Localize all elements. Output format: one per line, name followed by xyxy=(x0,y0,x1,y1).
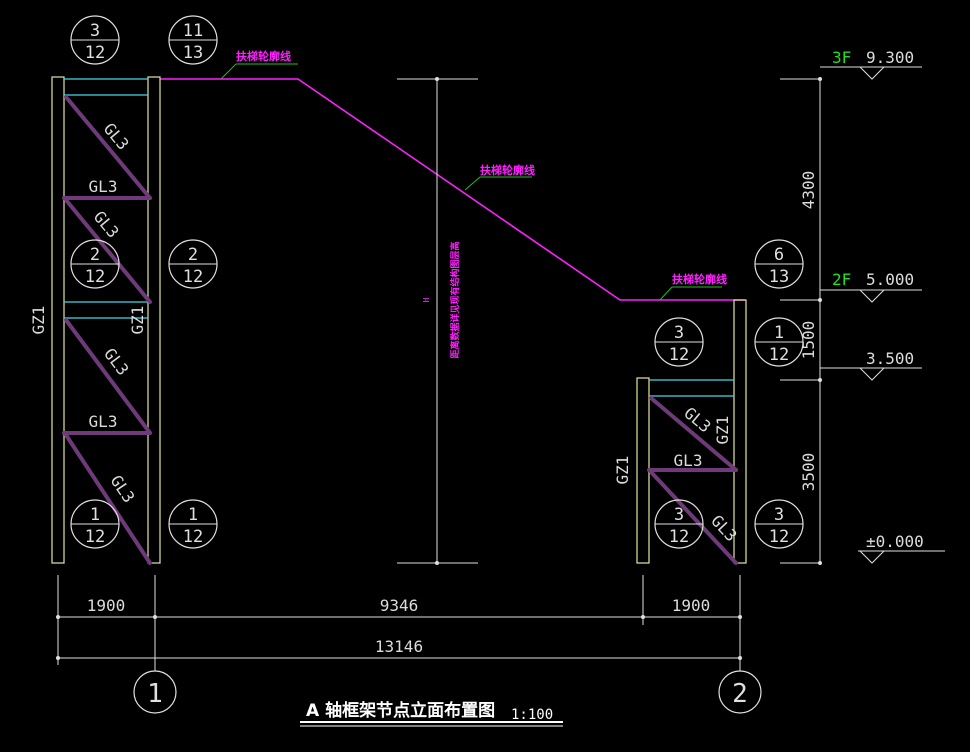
callout-sheet: 12 xyxy=(769,527,789,547)
column-label: GZ1 xyxy=(128,306,147,335)
callout-number: 1 xyxy=(774,323,784,343)
callout-number: 2 xyxy=(90,245,100,265)
elevation-mark xyxy=(858,289,886,303)
brace-label: GL3 xyxy=(680,403,714,436)
callout[interactable]: 3 12 xyxy=(754,499,804,549)
title-main: A 轴框架节点立面布置图 xyxy=(306,700,495,721)
callout[interactable]: 3 12 xyxy=(654,317,704,367)
callout-sheet: 12 xyxy=(85,527,105,547)
callout-sheet: 12 xyxy=(769,345,789,365)
elevation-mark xyxy=(858,550,886,564)
outline-note: 扶梯轮廓线 xyxy=(236,49,291,63)
floor-tag: 3F xyxy=(832,48,851,67)
beam-label: GL3 xyxy=(674,451,703,470)
floor-tag: 2F xyxy=(832,270,851,289)
beam-label: GL3 xyxy=(89,412,118,431)
elevation-value: 9.300 xyxy=(866,48,914,67)
column-label: GZ1 xyxy=(713,416,732,445)
brace-gl3 xyxy=(64,198,152,304)
callout[interactable]: 11 13 xyxy=(168,15,218,65)
column-gz1 xyxy=(147,76,161,564)
callout[interactable]: 1 12 xyxy=(754,317,804,367)
hdim-label-total: 13146 xyxy=(375,637,423,656)
axis-label: 2 xyxy=(732,679,748,709)
callout-number: 3 xyxy=(90,21,100,41)
callout[interactable]: 2 12 xyxy=(70,239,120,289)
callout-number: 2 xyxy=(188,245,198,265)
brace-gl3 xyxy=(649,470,738,565)
elevation-dims: 4300 1500 3500 3F 9.300 2F 5.000 3.500 ±… xyxy=(780,48,945,565)
callout-sheet: 13 xyxy=(183,43,203,63)
height-note: 距离数据详见现有结构图层高 xyxy=(449,241,461,358)
callout-number: 3 xyxy=(674,323,684,343)
column-label: GZ1 xyxy=(29,306,48,335)
callout-number: 6 xyxy=(774,245,784,265)
leader-line xyxy=(659,286,673,301)
brace-gl3 xyxy=(64,95,152,200)
brace-gl3 xyxy=(64,433,152,565)
callout-number: 1 xyxy=(90,505,100,525)
callout-sheet: 13 xyxy=(769,267,789,287)
column-gz1 xyxy=(733,299,747,564)
callout-number: 3 xyxy=(774,505,784,525)
elevation-value: 5.000 xyxy=(866,270,914,289)
drawing-title: A 轴框架节点立面布置图 1:100 xyxy=(300,700,563,727)
callout-sheet: 12 xyxy=(85,267,105,287)
elevation-mark xyxy=(858,367,886,381)
callout-sheet: 12 xyxy=(669,527,689,547)
callout[interactable]: 3 12 xyxy=(654,499,704,549)
callout[interactable]: 1 12 xyxy=(70,499,120,549)
callout-sheet: 12 xyxy=(183,527,203,547)
vdim-label: 4300 xyxy=(799,171,818,210)
callout-sheet: 12 xyxy=(183,267,203,287)
leader-line xyxy=(220,63,237,80)
plan-dims: 1900 9346 1900 13146 xyxy=(56,575,742,671)
callout[interactable]: 6 13 xyxy=(754,239,804,289)
brace-gl3 xyxy=(649,396,738,472)
callout[interactable]: 2 12 xyxy=(168,239,218,289)
column-gz1 xyxy=(51,76,65,564)
callout-number: 11 xyxy=(183,21,203,41)
callout-number: 3 xyxy=(674,505,684,525)
callout[interactable]: 3 12 xyxy=(70,15,120,65)
column-label: GZ1 xyxy=(613,456,632,485)
outline-note: 扶梯轮廓线 xyxy=(480,163,535,177)
callout-number: 1 xyxy=(188,505,198,525)
outline-note: 扶梯轮廓线 xyxy=(672,272,727,286)
axis-bubble-1[interactable]: 1 xyxy=(133,670,177,714)
hdim-label: 9346 xyxy=(380,596,419,615)
escalator-outline xyxy=(160,78,745,301)
title-scale: 1:100 xyxy=(511,707,553,723)
hdim-label: 1900 xyxy=(87,596,126,615)
vdim-label: 3500 xyxy=(799,453,818,492)
left-frame: GL3 GL3 GL3 GL3 GL3 GL3 GZ1 GZ1 xyxy=(29,76,161,565)
elevation-value: 3.500 xyxy=(866,349,914,368)
callout-sheet: 12 xyxy=(85,43,105,63)
axis-bubble-2[interactable]: 2 xyxy=(718,670,762,714)
elevation-value: ±0.000 xyxy=(866,532,924,551)
callout[interactable]: 1 12 xyxy=(168,499,218,549)
beam-label: GL3 xyxy=(89,177,118,196)
axis-label: 1 xyxy=(147,679,163,709)
dim-dot xyxy=(435,77,439,81)
hdim-label: 1900 xyxy=(672,596,711,615)
callout-sheet: 12 xyxy=(669,345,689,365)
elevation-mark xyxy=(858,66,886,80)
brace-label: GL3 xyxy=(100,119,133,153)
height-note-h: H xyxy=(422,297,431,302)
vdim-label: 1500 xyxy=(799,321,818,360)
leader-line xyxy=(464,176,481,191)
brace-gl3 xyxy=(64,318,152,435)
dim-dot xyxy=(435,561,439,565)
